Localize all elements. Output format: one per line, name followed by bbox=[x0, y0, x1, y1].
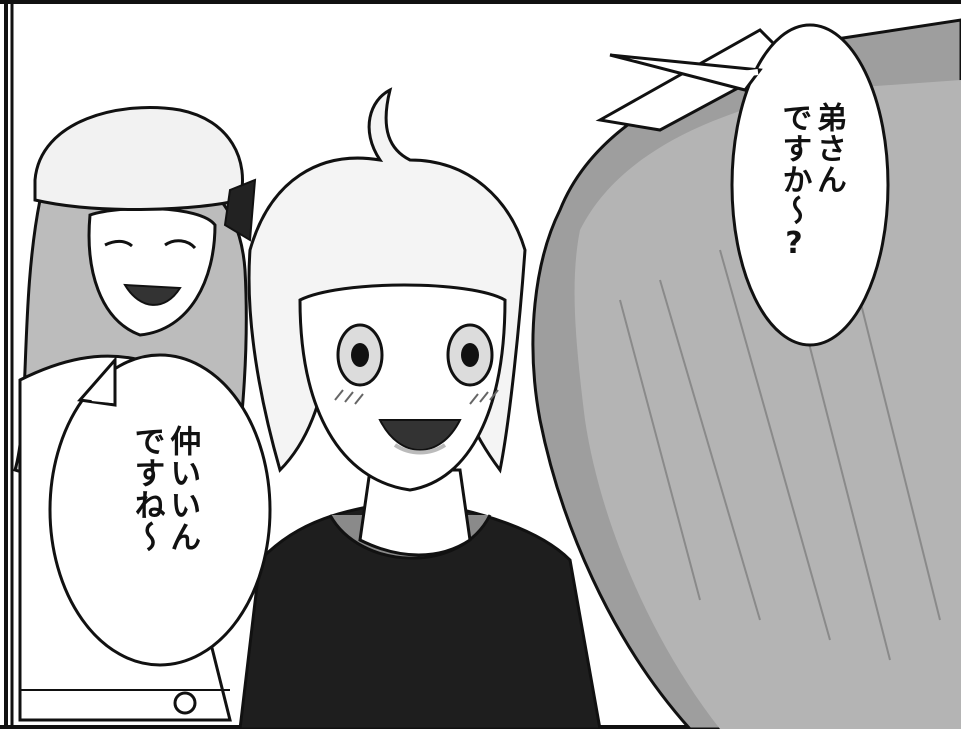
boy-character bbox=[238, 87, 602, 729]
speech-bubble-left bbox=[48, 353, 272, 667]
speech-bubble-right-text: 弟さんですか～? bbox=[776, 102, 847, 262]
bubble-left-line-2: ですね～ bbox=[128, 425, 165, 553]
bubble-right-line-2: ですか～? bbox=[776, 102, 812, 262]
bubble-left-line-1: 仲いいん bbox=[164, 425, 201, 553]
speech-bubble-left-text: 仲いいんですね～ bbox=[128, 425, 201, 553]
bubble-right-line-1: 弟さん bbox=[811, 102, 846, 195]
speech-bubble-right bbox=[609, 23, 890, 347]
